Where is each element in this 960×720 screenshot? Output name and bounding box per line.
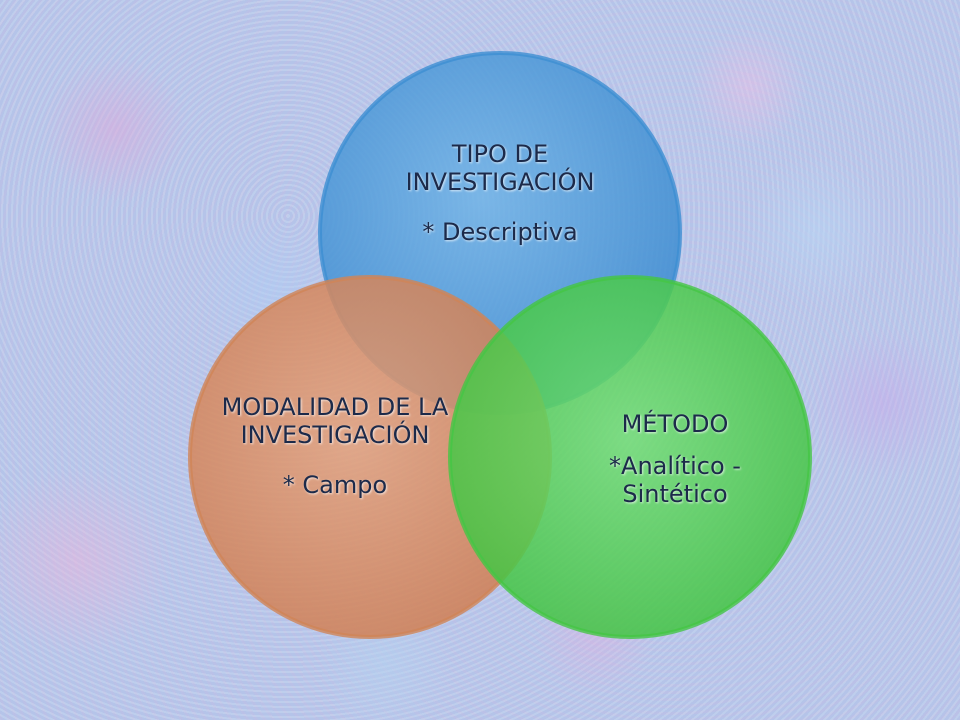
tipo-title: TIPO DE INVESTIGACIÓN: [405, 140, 595, 196]
modalidad-detail: * Campo: [282, 471, 388, 499]
metodo-label: MÉTODO *Analítico - Sintético: [560, 410, 790, 508]
circle-metodo: [448, 275, 812, 639]
metodo-detail: *Analítico - Sintético: [609, 452, 741, 508]
tipo-detail: * Descriptiva: [422, 218, 578, 246]
modalidad-title: MODALIDAD DE LA INVESTIGACIÓN: [221, 393, 449, 449]
tipo-de-investigacion-label: TIPO DE INVESTIGACIÓN * Descriptiva: [365, 140, 635, 246]
modalidad-label: MODALIDAD DE LA INVESTIGACIÓN * Campo: [205, 393, 465, 499]
metodo-title: MÉTODO: [621, 410, 729, 438]
